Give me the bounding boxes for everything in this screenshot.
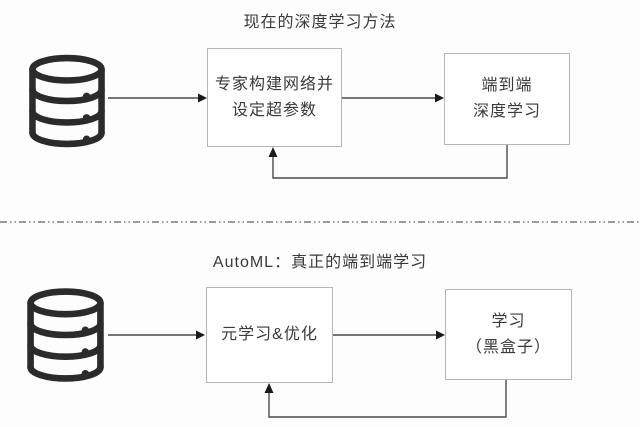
arrow-top-feedback-loop	[268, 145, 508, 179]
flow-box-line: 元学习&优化	[221, 326, 318, 343]
flow-box-line: 学习	[491, 312, 526, 330]
flow-box-line: 设定超参数	[231, 101, 317, 119]
arrow-top-box1-to-box2	[342, 93, 444, 103]
arrow-bottom-feedback-loop	[264, 380, 507, 418]
flow-box-line: 深度学习	[472, 103, 541, 120]
flow-box-expert-network: 专家构建网络并 设定超参数	[207, 48, 342, 147]
top-section-title: 现在的深度学习方法	[243, 14, 397, 31]
flow-box-meta-learning: 元学习&优化	[206, 287, 333, 383]
arrow-top-data-to-box1	[108, 93, 207, 103]
arrow-bottom-box1-to-box2	[333, 330, 445, 340]
database-icon	[25, 52, 109, 150]
flow-box-black-box-learning: 学习 （黑盒子）	[445, 289, 572, 380]
flow-box-line: 专家构建网络并	[214, 75, 334, 93]
flow-box-line: 端到端	[481, 77, 533, 94]
bottom-section-title: AutoML：真正的端到端学习	[212, 254, 428, 271]
arrow-bottom-data-to-box1	[108, 330, 205, 340]
flow-box-end-to-end-dl: 端到端 深度学习	[444, 53, 570, 145]
flow-box-line: （黑盒子）	[465, 338, 551, 356]
database-icon	[23, 287, 108, 383]
